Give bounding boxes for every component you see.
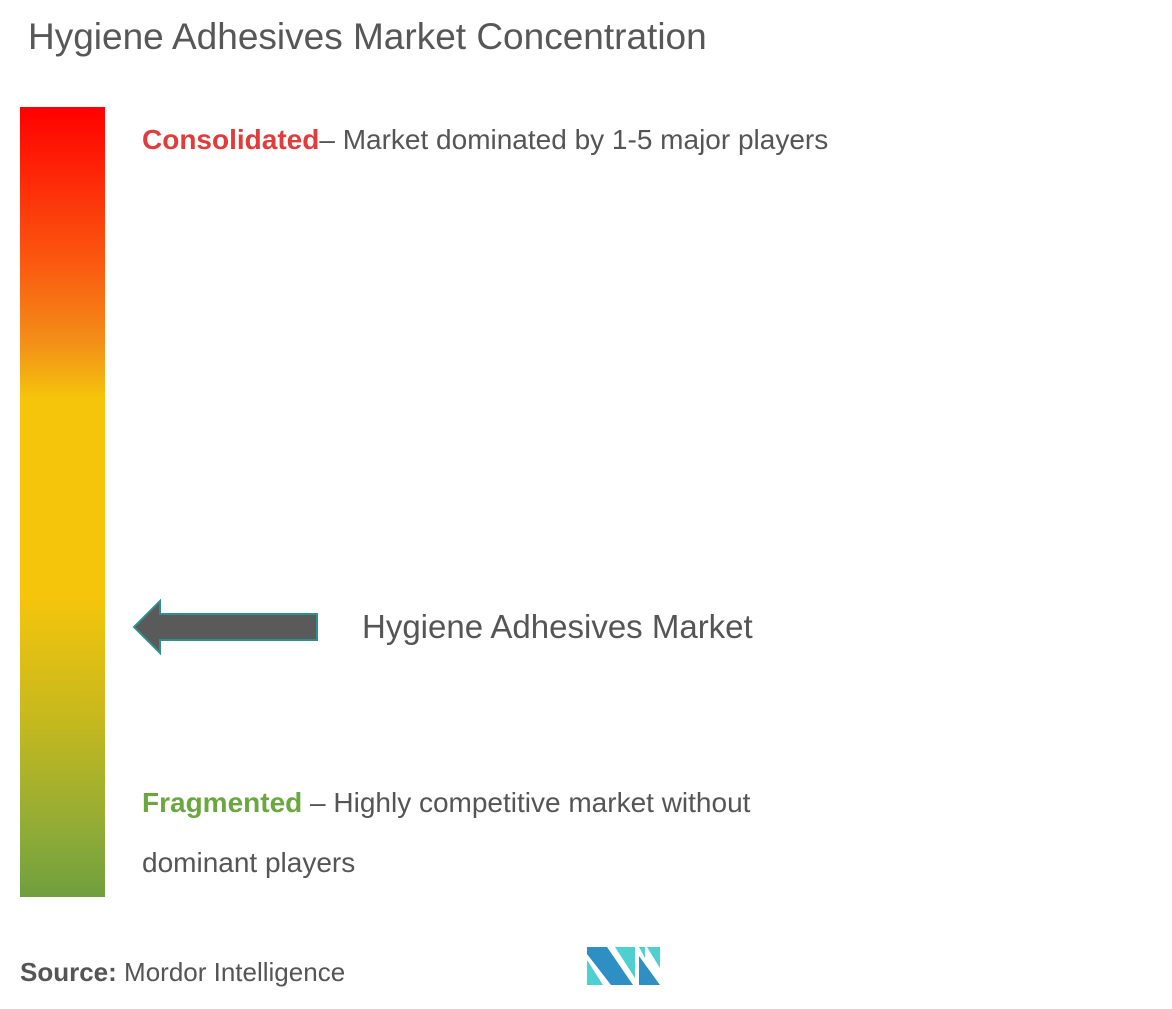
source-value: Mordor Intelligence [116,957,346,987]
fragmented-text: – Highly competitive market without domi… [142,787,751,878]
page-title: Hygiene Adhesives Market Concentration [28,16,707,57]
consolidated-description: Consolidated– Market dominated by 1-5 ma… [142,110,842,170]
consolidated-label: Consolidated [142,124,320,155]
mordor-intelligence-logo-icon [587,947,660,985]
fragmented-label: Fragmented [142,787,303,818]
source-note: Source: Mordor Intelligence [20,957,345,988]
market-position-arrow-icon [132,598,318,656]
source-label: Source: [20,957,117,987]
fragmented-description: Fragmented – Highly competitive market w… [142,773,842,893]
market-label: Hygiene Adhesives Market [362,608,753,645]
consolidated-text: – Market dominated by 1-5 major players [319,124,829,155]
concentration-gradient-bar [20,107,105,897]
